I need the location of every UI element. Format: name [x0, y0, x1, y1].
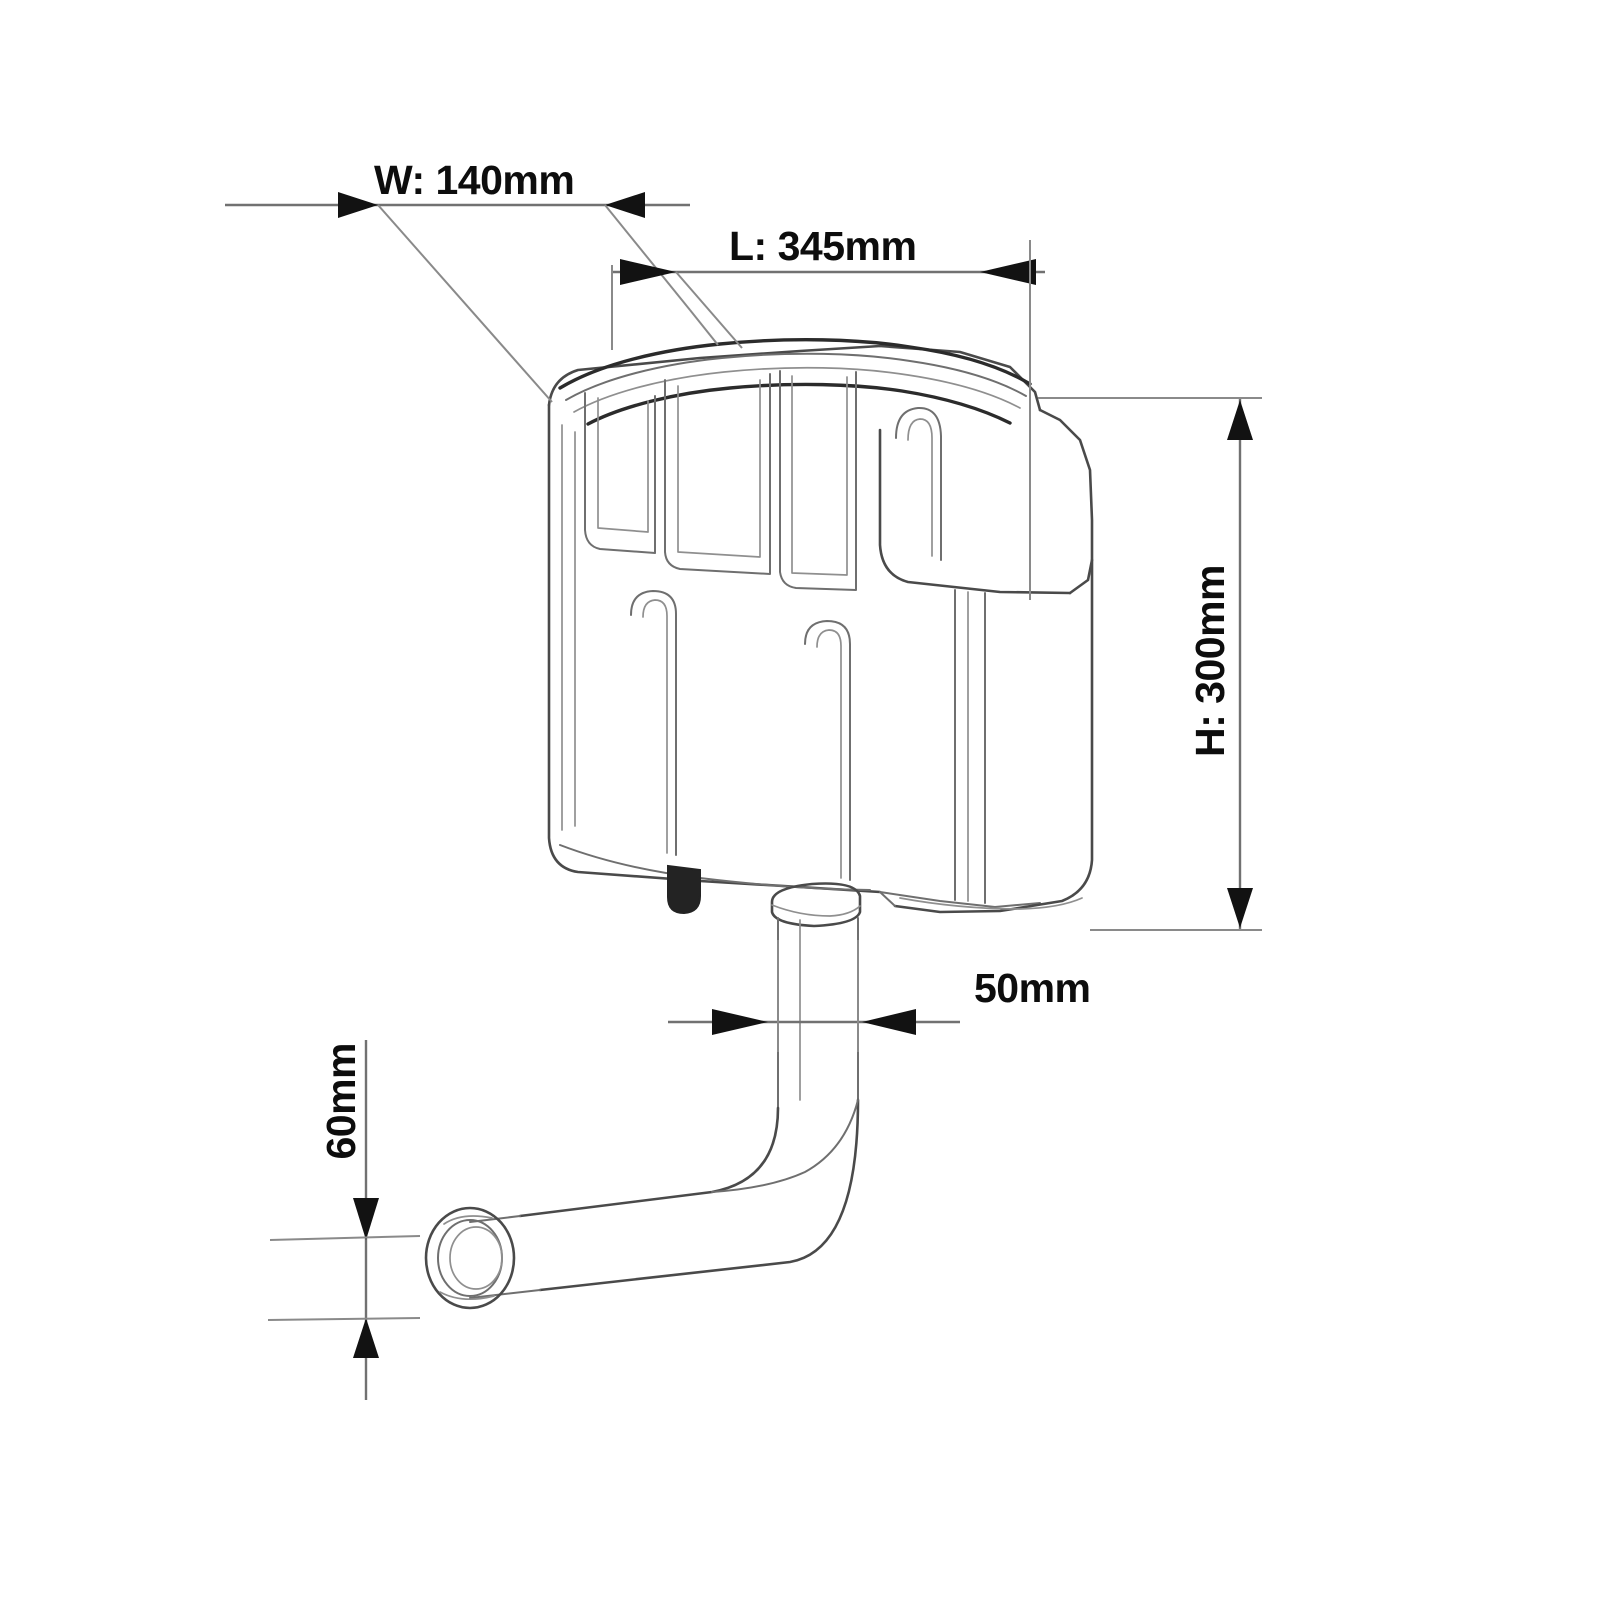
pipe-end-dimension-label: 60mm — [318, 1043, 364, 1160]
outlet-dimension-label: 50mm — [974, 965, 1091, 1011]
cistern-lid-slots — [584, 370, 857, 591]
pipe-collar-ring — [424, 1206, 516, 1310]
w-dimension-label: W: 140mm — [374, 157, 575, 203]
h-dimension-label: H: 300mm — [1187, 565, 1233, 757]
outlet-dimension — [668, 940, 960, 1052]
cistern-side-ribs — [630, 590, 851, 881]
w-dimension — [225, 192, 719, 403]
cistern-rear-ribs — [954, 589, 986, 904]
l-dimension — [611, 240, 1045, 600]
pipe-end-dimension — [267, 1040, 421, 1400]
cistern-body — [547, 338, 1094, 915]
h-dimension — [1038, 397, 1262, 931]
inlet-valve-nub — [667, 864, 701, 915]
cistern-lid — [558, 338, 1032, 426]
l-dimension-label: L: 345mm — [729, 223, 917, 269]
